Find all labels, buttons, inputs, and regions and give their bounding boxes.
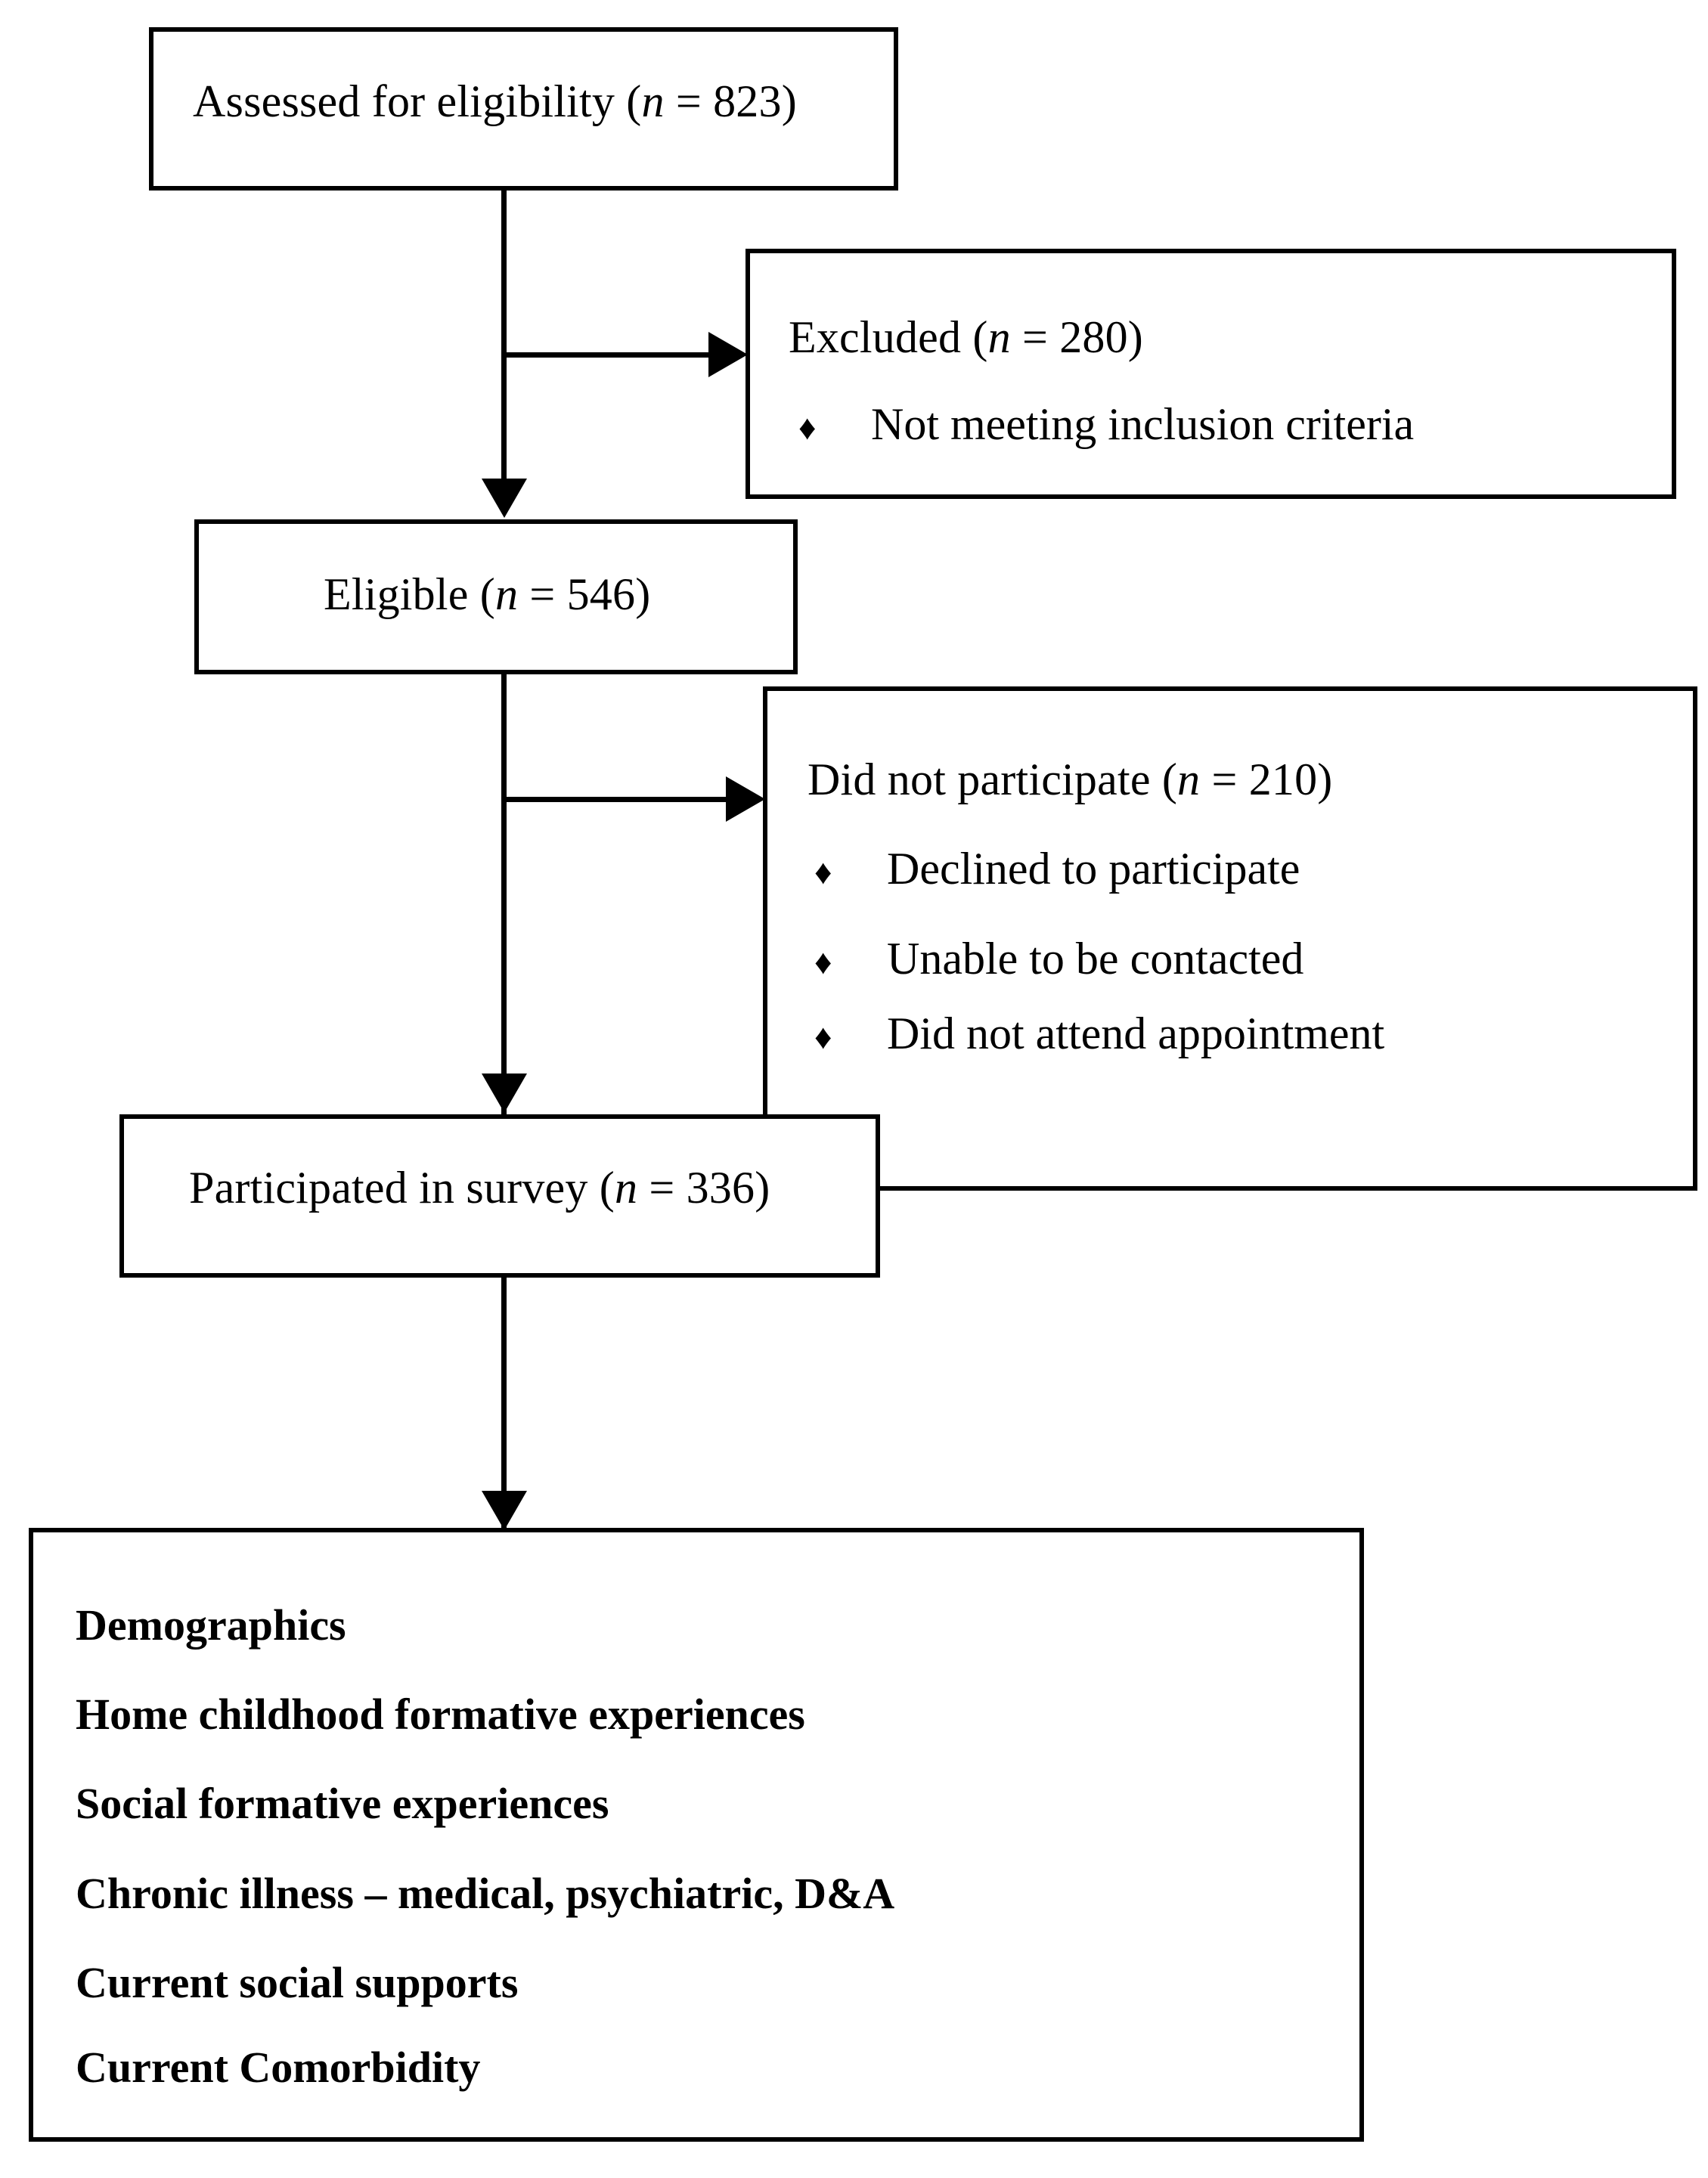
diamond-bullet-icon: ♦: [798, 408, 817, 447]
node-did-not-participate: [763, 686, 1697, 1191]
node-assessed-label: Assessed for eligibility (n = 823): [193, 76, 797, 128]
node-excluded-label: Excluded (n = 280): [789, 311, 1143, 364]
diamond-bullet-icon: ♦: [814, 853, 832, 891]
node-excluded-n-symbol: n: [987, 312, 1011, 362]
node-did-not-participate-bullet-0-text: Declined to participate: [887, 844, 1300, 894]
node-assessed-label-suffix: = 823): [664, 76, 797, 126]
arrowhead-eligible-to-participated: [482, 1074, 527, 1113]
node-eligible-label-suffix: = 546): [518, 569, 651, 619]
arrowhead-eligible-to-did-not-participate: [726, 776, 765, 822]
node-did-not-participate-label: Did not participate (n = 210): [808, 754, 1332, 806]
arrowhead-participated-to-survey-content: [482, 1491, 527, 1530]
node-did-not-participate-bullet-0: ♦ Declined to participate: [814, 843, 1300, 895]
node-excluded-bullet-0-text: Not meeting inclusion criteria: [871, 399, 1415, 449]
node-participated-in-survey: [119, 1114, 880, 1278]
node-did-not-participate-label-prefix: Did not participate (: [808, 754, 1178, 804]
node-did-not-participate-bullet-1: ♦ Unable to be contacted: [814, 933, 1303, 985]
node-excluded-bullet-0: ♦ Not meeting inclusion criteria: [798, 398, 1414, 451]
node-excluded-label-prefix: Excluded (: [789, 312, 988, 362]
arrowhead-assessed-to-excluded: [708, 332, 748, 377]
survey-content-line-3: Chronic illness – medical, psychiatric, …: [76, 1869, 895, 1918]
survey-content-line-1: Home childhood formative experiences: [76, 1690, 805, 1739]
node-did-not-participate-bullet-2: ♦ Did not attend appointment: [814, 1008, 1384, 1060]
node-assessed-for-eligibility: [149, 27, 898, 191]
connector-participated-to-survey-content: [501, 1278, 507, 1530]
node-did-not-participate-n-symbol: n: [1177, 754, 1201, 804]
node-eligible: [194, 519, 798, 674]
diamond-bullet-icon: ♦: [814, 1018, 832, 1056]
node-excluded-label-suffix: = 280): [1010, 312, 1143, 362]
node-participated-label-suffix: = 336): [637, 1163, 770, 1213]
node-excluded: [746, 249, 1676, 499]
survey-content-line-2: Social formative experiences: [76, 1779, 609, 1828]
node-eligible-n-symbol: n: [494, 569, 519, 619]
survey-content-line-4: Current social supports: [76, 1958, 519, 2007]
node-assessed-n-symbol: n: [641, 76, 665, 126]
survey-content-line-5: Current Comorbidity: [76, 2043, 481, 2092]
connector-assessed-to-excluded: [501, 352, 711, 358]
node-did-not-participate-bullet-1-text: Unable to be contacted: [887, 934, 1304, 984]
node-assessed-label-prefix: Assessed for eligibility (: [193, 76, 642, 126]
connector-eligible-to-participated: [501, 674, 507, 1114]
survey-content-line-0: Demographics: [76, 1600, 346, 1650]
node-participated-label-prefix: Participated in survey (: [189, 1163, 615, 1213]
connector-eligible-to-did-not-participate: [501, 797, 729, 802]
node-eligible-label-prefix: Eligible (: [324, 569, 495, 619]
node-participated-n-symbol: n: [614, 1163, 638, 1213]
diamond-bullet-icon: ♦: [814, 943, 832, 981]
connector-assessed-to-eligible: [501, 191, 507, 482]
arrowhead-assessed-to-eligible: [482, 479, 527, 518]
node-did-not-participate-label-suffix: = 210): [1200, 754, 1333, 804]
node-survey-content: [29, 1528, 1364, 2142]
node-participated-label: Participated in survey (n = 336): [189, 1162, 770, 1214]
node-did-not-participate-bullet-2-text: Did not attend appointment: [887, 1008, 1385, 1058]
node-eligible-label: Eligible (n = 546): [324, 569, 650, 621]
